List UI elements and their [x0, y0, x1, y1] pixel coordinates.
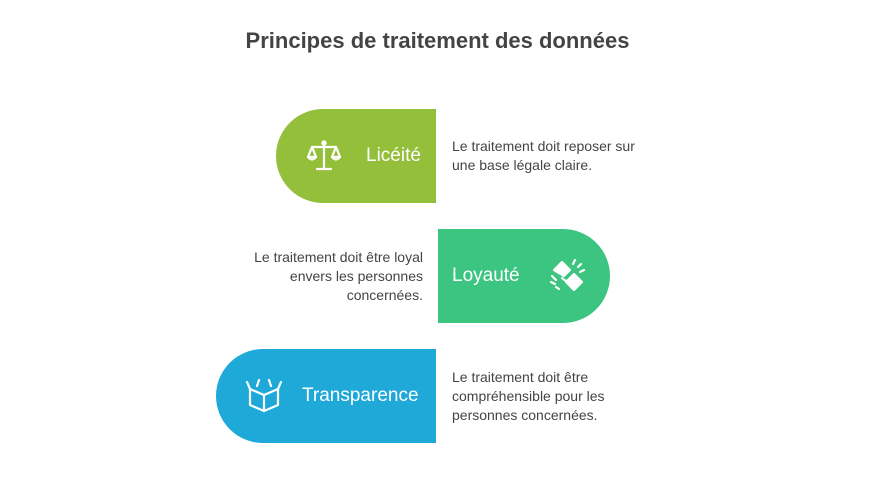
description-line: une base légale claire. [452, 157, 593, 173]
balance-scale-icon [304, 136, 344, 176]
diagram-title: Principes de traitement des données [245, 28, 630, 53]
description-line: Le traitement doit être [452, 369, 589, 385]
principle-transparence: Transparence [216, 349, 436, 443]
description-line: Le traitement doit reposer sur [452, 138, 635, 154]
handshake-icon [548, 256, 588, 296]
principle-liceite: Licéité [276, 109, 436, 203]
description-line: envers les personnes [289, 268, 423, 284]
principle-description-transparence: Le traitement doit être compréhensible p… [452, 368, 605, 425]
principle-label: Licéité [366, 145, 421, 166]
description-line: Le traitement doit être loyal [254, 249, 423, 265]
description-line: compréhensible pour les [452, 388, 605, 404]
principle-loyaute: Loyauté [438, 229, 610, 323]
principle-label: Loyauté [452, 265, 520, 286]
description-line: concernées. [346, 287, 423, 303]
description-line: personnes concernées. [452, 407, 598, 423]
principle-description-loyaute: Le traitement doit être loyal envers les… [226, 248, 423, 305]
principle-label: Transparence [302, 385, 419, 406]
open-box-icon [244, 376, 284, 416]
principle-description-liceite: Le traitement doit reposer sur une base … [452, 137, 635, 175]
